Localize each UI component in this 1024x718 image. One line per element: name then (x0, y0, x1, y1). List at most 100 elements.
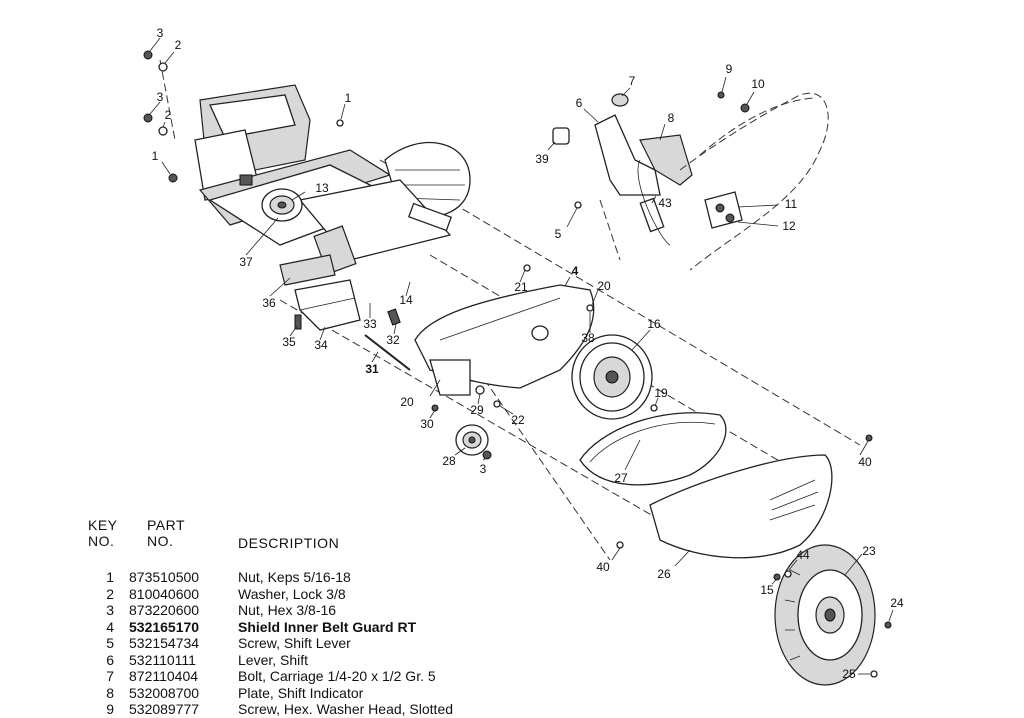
callout-3: 3 (157, 90, 164, 104)
part-number: 872110404 (129, 668, 199, 684)
part-description: Nut, Keps 5/16-18 (238, 569, 351, 585)
part-number: 873510500 (129, 569, 200, 585)
wheel-tire (774, 544, 876, 686)
key-number: 2 (106, 585, 114, 602)
parts-row: 8 532008700 Plate, Shift Indicator (88, 685, 508, 702)
callout-3: 3 (480, 462, 487, 476)
callout-33: 33 (363, 317, 377, 331)
callout-2: 2 (165, 108, 172, 122)
shift-lever-assembly (552, 92, 829, 271)
callout-29: 29 (470, 403, 484, 417)
callout-15: 15 (760, 583, 774, 597)
part-number: 532154734 (129, 635, 200, 651)
part-description: Plate, Shift Indicator (238, 684, 364, 701)
callout-6: 6 (576, 96, 583, 110)
callout-44: 44 (796, 548, 810, 562)
callout-14: 14 (399, 293, 413, 307)
callout-2: 2 (175, 38, 182, 52)
parts-row: 5 532154734 Screw, Shift Lever (88, 635, 508, 652)
callout-27: 27 (614, 471, 628, 485)
callout-38: 38 (581, 331, 595, 345)
key-number: 3 (106, 602, 114, 618)
callout-26: 26 (657, 567, 671, 581)
part-header-line2: NO. (147, 533, 174, 549)
callout-36: 36 (262, 296, 276, 310)
part-number: 532165170 (129, 618, 200, 635)
key-header-line1: KEY (88, 517, 118, 533)
callout-30: 30 (420, 417, 434, 431)
parts-rows: 1 873510500 Nut, Keps 5/16-18 2 81004060… (88, 569, 508, 718)
callout-35: 35 (282, 335, 296, 349)
callout-16: 16 (647, 317, 661, 331)
idler-pulley (455, 424, 489, 456)
parts-row: 2 810040600 Washer, Lock 3/8 (88, 586, 508, 603)
callout-20: 20 (400, 395, 414, 409)
part-header-line1: PART (147, 517, 186, 533)
callout-39: 39 (535, 152, 549, 166)
description-header: DESCRIPTION (238, 535, 340, 551)
callout-22: 22 (511, 413, 525, 427)
part-number: 532110111 (129, 651, 196, 668)
part-number: 810040600 (129, 585, 200, 602)
key-number: 9 (106, 701, 114, 717)
parts-row: 6 532110111 Lever, Shift (88, 652, 508, 669)
callout-13: 13 (315, 181, 329, 195)
key-header-line2: NO. (88, 533, 115, 549)
engine-assembly (194, 84, 402, 246)
callout-leader-lines (149, 37, 894, 675)
part-description: Lever, Shift (238, 651, 309, 668)
callout-40: 40 (596, 560, 610, 574)
part-no-header: PART NO. (147, 517, 185, 549)
assembly-axis-lines (159, 59, 861, 561)
key-number: 1 (106, 569, 114, 585)
key-number: 8 (106, 684, 114, 701)
parts-row: 1 873510500 Nut, Keps 5/16-18 (88, 569, 508, 586)
callout-28: 28 (442, 454, 456, 468)
callout-21: 21 (514, 280, 528, 294)
callout-25: 25 (842, 667, 856, 681)
callout-20: 20 (597, 279, 611, 293)
key-number: 6 (106, 651, 114, 668)
transmission-pulley (571, 334, 653, 420)
part-number: 532089777 (129, 701, 200, 717)
part-description: Shield Inner Belt Guard RT (238, 618, 417, 635)
callout-5: 5 (555, 227, 562, 241)
callout-43: 43 (658, 196, 672, 210)
engine-pulley (261, 188, 303, 222)
part-number: 532008700 (129, 684, 200, 701)
drive-belt (579, 412, 727, 486)
callout-1: 1 (152, 149, 159, 163)
callout-7: 7 (629, 74, 636, 88)
parts-row: 3 873220600 Nut, Hex 3/8-16 (88, 602, 508, 619)
callout-1: 1 (345, 91, 352, 105)
part-description: Bolt, Carriage 1/4-20 x 1/2 Gr. 5 (238, 668, 436, 684)
part-description: Screw, Shift Lever (238, 635, 351, 651)
key-no-header: KEY NO. (88, 517, 118, 549)
callout-32: 32 (386, 333, 400, 347)
callout-labels: 3 2 3 2 1 1 13 37 36 14 33 32 35 3 4 31 2… (152, 26, 904, 681)
hardware-markers (143, 50, 892, 678)
part-description: Washer, Lock 3/8 (238, 585, 346, 602)
key-number: 7 (106, 668, 114, 684)
parts-row: 7 872110404 Bolt, Carriage 1/4-20 x 1/2 … (88, 668, 508, 685)
callout-9: 9 (726, 62, 733, 76)
callout-37: 37 (239, 255, 253, 269)
part-description: Screw, Hex. Washer Head, Slotted (238, 701, 454, 717)
outer-belt-guard (649, 454, 833, 559)
callout-24: 24 (890, 596, 904, 610)
key-number: 5 (106, 635, 114, 651)
parts-row-cut-off: 9 532089777 Screw, Hex. Washer Head, Slo… (88, 701, 508, 718)
parts-list: KEY NO. PART NO. DESCRIPTION 1 873510500… (88, 517, 508, 718)
callout-11: 11 (785, 197, 798, 211)
part-description: Nut, Hex 3/8-16 (238, 602, 337, 618)
callout-19: 19 (654, 386, 668, 400)
callout-31: 31 (365, 362, 379, 376)
callout-4: 4 (572, 264, 579, 278)
callout-40: 40 (858, 455, 872, 469)
parts-row-highlighted: 4 532165170 Shield Inner Belt Guard RT (88, 619, 508, 636)
inner-belt-guard-shield (414, 284, 595, 396)
part-number: 873220600 (129, 602, 200, 618)
callout-3: 3 (157, 26, 164, 40)
key-number: 4 (106, 618, 114, 635)
